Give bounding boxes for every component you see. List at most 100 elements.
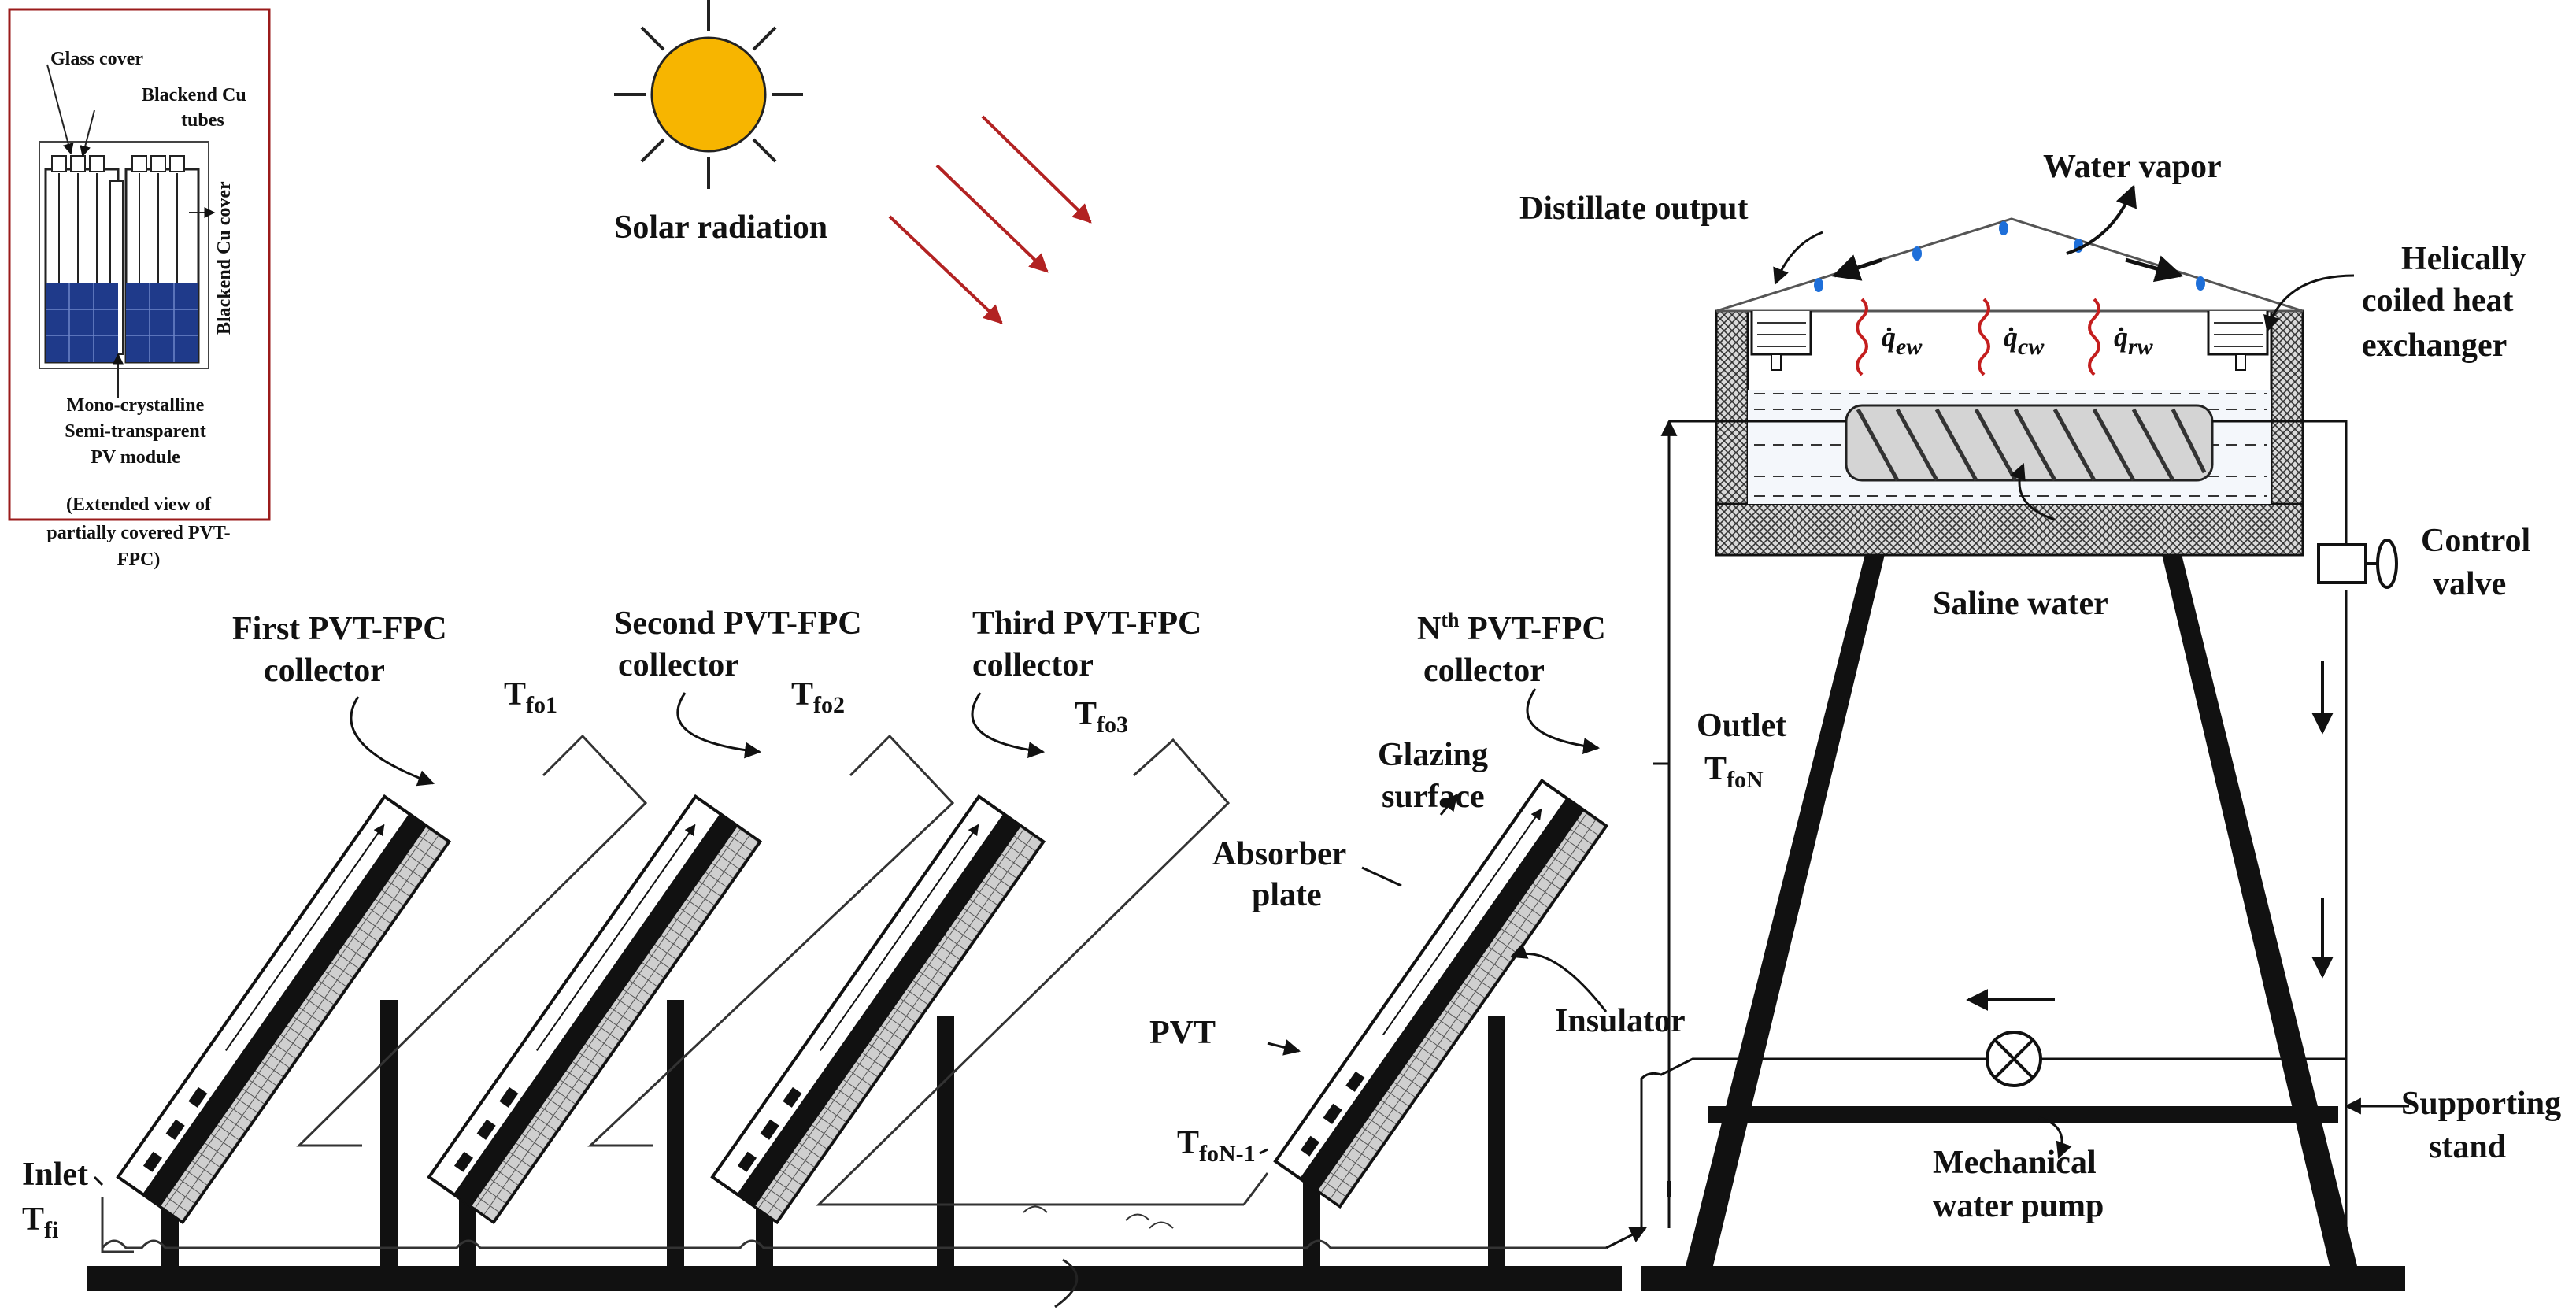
label-leaders — [93, 231, 2409, 1186]
solar-radiation-rays — [888, 115, 1092, 324]
pipe-breaks — [1023, 1205, 1174, 1229]
supporting-stand-label-1: Supporting — [2401, 1086, 2561, 1122]
pump-label-2: water pump — [1933, 1188, 2104, 1224]
ground-break — [1054, 1258, 1079, 1308]
collector-n — [1273, 778, 1609, 1209]
saline-water-label: Saline water — [1933, 586, 2108, 622]
stand-leg-left — [1685, 551, 1886, 1269]
collector-3 — [710, 794, 1046, 1225]
heat-transfer-waves — [1856, 298, 2100, 376]
sun-disc — [650, 36, 767, 153]
glass-cover-outline — [39, 141, 209, 369]
absorber-label-2: plate — [1252, 877, 1322, 913]
distillate-label: Distillate output — [1519, 191, 1749, 227]
q-ew-q: q̇ — [1882, 321, 1896, 353]
t-fon-label: TfoN — [1704, 751, 1764, 793]
inlet-manifold — [101, 1239, 1606, 1249]
ground-right — [1641, 1266, 2405, 1291]
q-ew-sub: ew — [1896, 334, 1923, 360]
pv-cell-right — [126, 283, 198, 362]
outlet-label: Outlet — [1697, 708, 1786, 744]
t-fo3-T: T — [1075, 696, 1097, 732]
inset-caption-1: (Extended view of — [66, 494, 212, 515]
first-collector-label-2: collector — [264, 653, 385, 689]
pump-leader — [2038, 1116, 2072, 1159]
inset-caption-3: FPC) — [117, 550, 161, 570]
hot-water-loop — [1605, 419, 2348, 1268]
collector-2 — [427, 794, 763, 1225]
condensate-flow-arrows — [1831, 254, 2184, 283]
control-valve-label-1: Control — [2421, 523, 2530, 559]
second-collector-label-2: collector — [618, 647, 739, 683]
q-cw-q: q̇ — [2004, 321, 2018, 353]
nth-collector-label-2: collector — [1423, 653, 1545, 689]
t-fi-sub: fi — [44, 1217, 58, 1243]
t-fon-sub: foN — [1727, 767, 1764, 793]
nth-collector-label-1: Nth PVT-FPC — [1417, 609, 1606, 647]
water-pump-icon — [1986, 1031, 2042, 1087]
inset-module-2: Semi-transparent — [65, 421, 206, 442]
collectors-group — [116, 778, 1609, 1225]
t-fo3-sub: fo3 — [1097, 712, 1128, 738]
control-valve-label-2: valve — [2433, 566, 2506, 602]
t-fo2-T: T — [791, 676, 813, 713]
inlet-label: Inlet — [22, 1157, 88, 1193]
nth-sup: th — [1441, 609, 1460, 631]
q-cw-label: q̇cw — [2004, 321, 2045, 360]
second-collector-label-1: Second PVT-FPC — [614, 605, 862, 642]
ray-2 — [935, 164, 1049, 273]
glazing-label-1: Glazing — [1378, 737, 1488, 773]
nth-n: N — [1417, 611, 1441, 647]
stand-leg-right — [2161, 551, 2358, 1269]
solar-radiation-label: Solar radiation — [614, 209, 827, 246]
ray-3 — [888, 215, 1003, 324]
sun-icon — [614, 0, 803, 189]
basin-floor — [1715, 502, 2304, 557]
loop-flow-arrows — [1667, 661, 2334, 1197]
inlet-pipe — [101, 1197, 134, 1253]
pvt-label: PVT — [1149, 1015, 1216, 1051]
t-fi-T: T — [22, 1201, 44, 1238]
t-fi-label: Tfi — [22, 1201, 58, 1243]
ground-left — [87, 1266, 1622, 1291]
glazing-label-2: surface — [1382, 779, 1485, 815]
insulator-label: Insulator — [1555, 1003, 1686, 1039]
helical-coil-turns — [1856, 408, 2207, 482]
q-rw-label: q̇rw — [2114, 321, 2154, 360]
t-fo1-sub: fo1 — [526, 692, 557, 718]
inset-panel: Glass cover Blackend Cu tubes Blackend C… — [8, 8, 271, 521]
inset-cu-cover: Blackend Cu cover — [214, 181, 235, 335]
helical-coil-body — [1845, 404, 2214, 482]
t-fon1-label: TfoN-1 — [1177, 1125, 1256, 1167]
solar-still — [1685, 184, 2358, 1269]
outlet-pipe — [1653, 425, 1671, 765]
tube-tops — [51, 155, 185, 172]
distillate-trough-right — [2207, 311, 2269, 371]
t-fon1-T: T — [1177, 1125, 1199, 1161]
q-cw-sub: cw — [2018, 334, 2045, 360]
first-collector-label-1: First PVT-FPC — [232, 611, 447, 647]
collector-1 — [116, 794, 452, 1225]
tube-lines — [58, 173, 178, 283]
inset-cu-tubes-1: Blackend Cu — [142, 85, 246, 105]
q-rw-sub: rw — [2128, 334, 2154, 360]
helix-label-1: Helically — [2401, 241, 2526, 277]
helix-label-2: coiled heat — [2362, 283, 2513, 319]
inset-caption-2: partially covered PVT- — [46, 523, 230, 543]
condensate-droplets — [1814, 221, 2205, 292]
water-vapor-label: Water vapor — [2043, 149, 2222, 185]
stand-crossbar — [1708, 1106, 2338, 1123]
interconnect-pipes — [296, 734, 1269, 1206]
t-fon1-sub: foN-1 — [1199, 1141, 1256, 1167]
t-fo2-label: Tfo2 — [791, 676, 845, 718]
pump-label-1: Mechanical — [1933, 1145, 2097, 1181]
t-fo3-label: Tfo3 — [1075, 696, 1128, 738]
absorber-label-1: Absorber — [1212, 836, 1346, 872]
water-vapor-arrow — [2066, 184, 2137, 255]
third-collector-label-2: collector — [972, 647, 1094, 683]
nth-rest: PVT-FPC — [1459, 611, 1605, 647]
distillate-trough-left — [1750, 311, 1812, 371]
t-fo1-label: Tfo1 — [504, 676, 557, 718]
third-collector-label-1: Third PVT-FPC — [972, 605, 1201, 642]
